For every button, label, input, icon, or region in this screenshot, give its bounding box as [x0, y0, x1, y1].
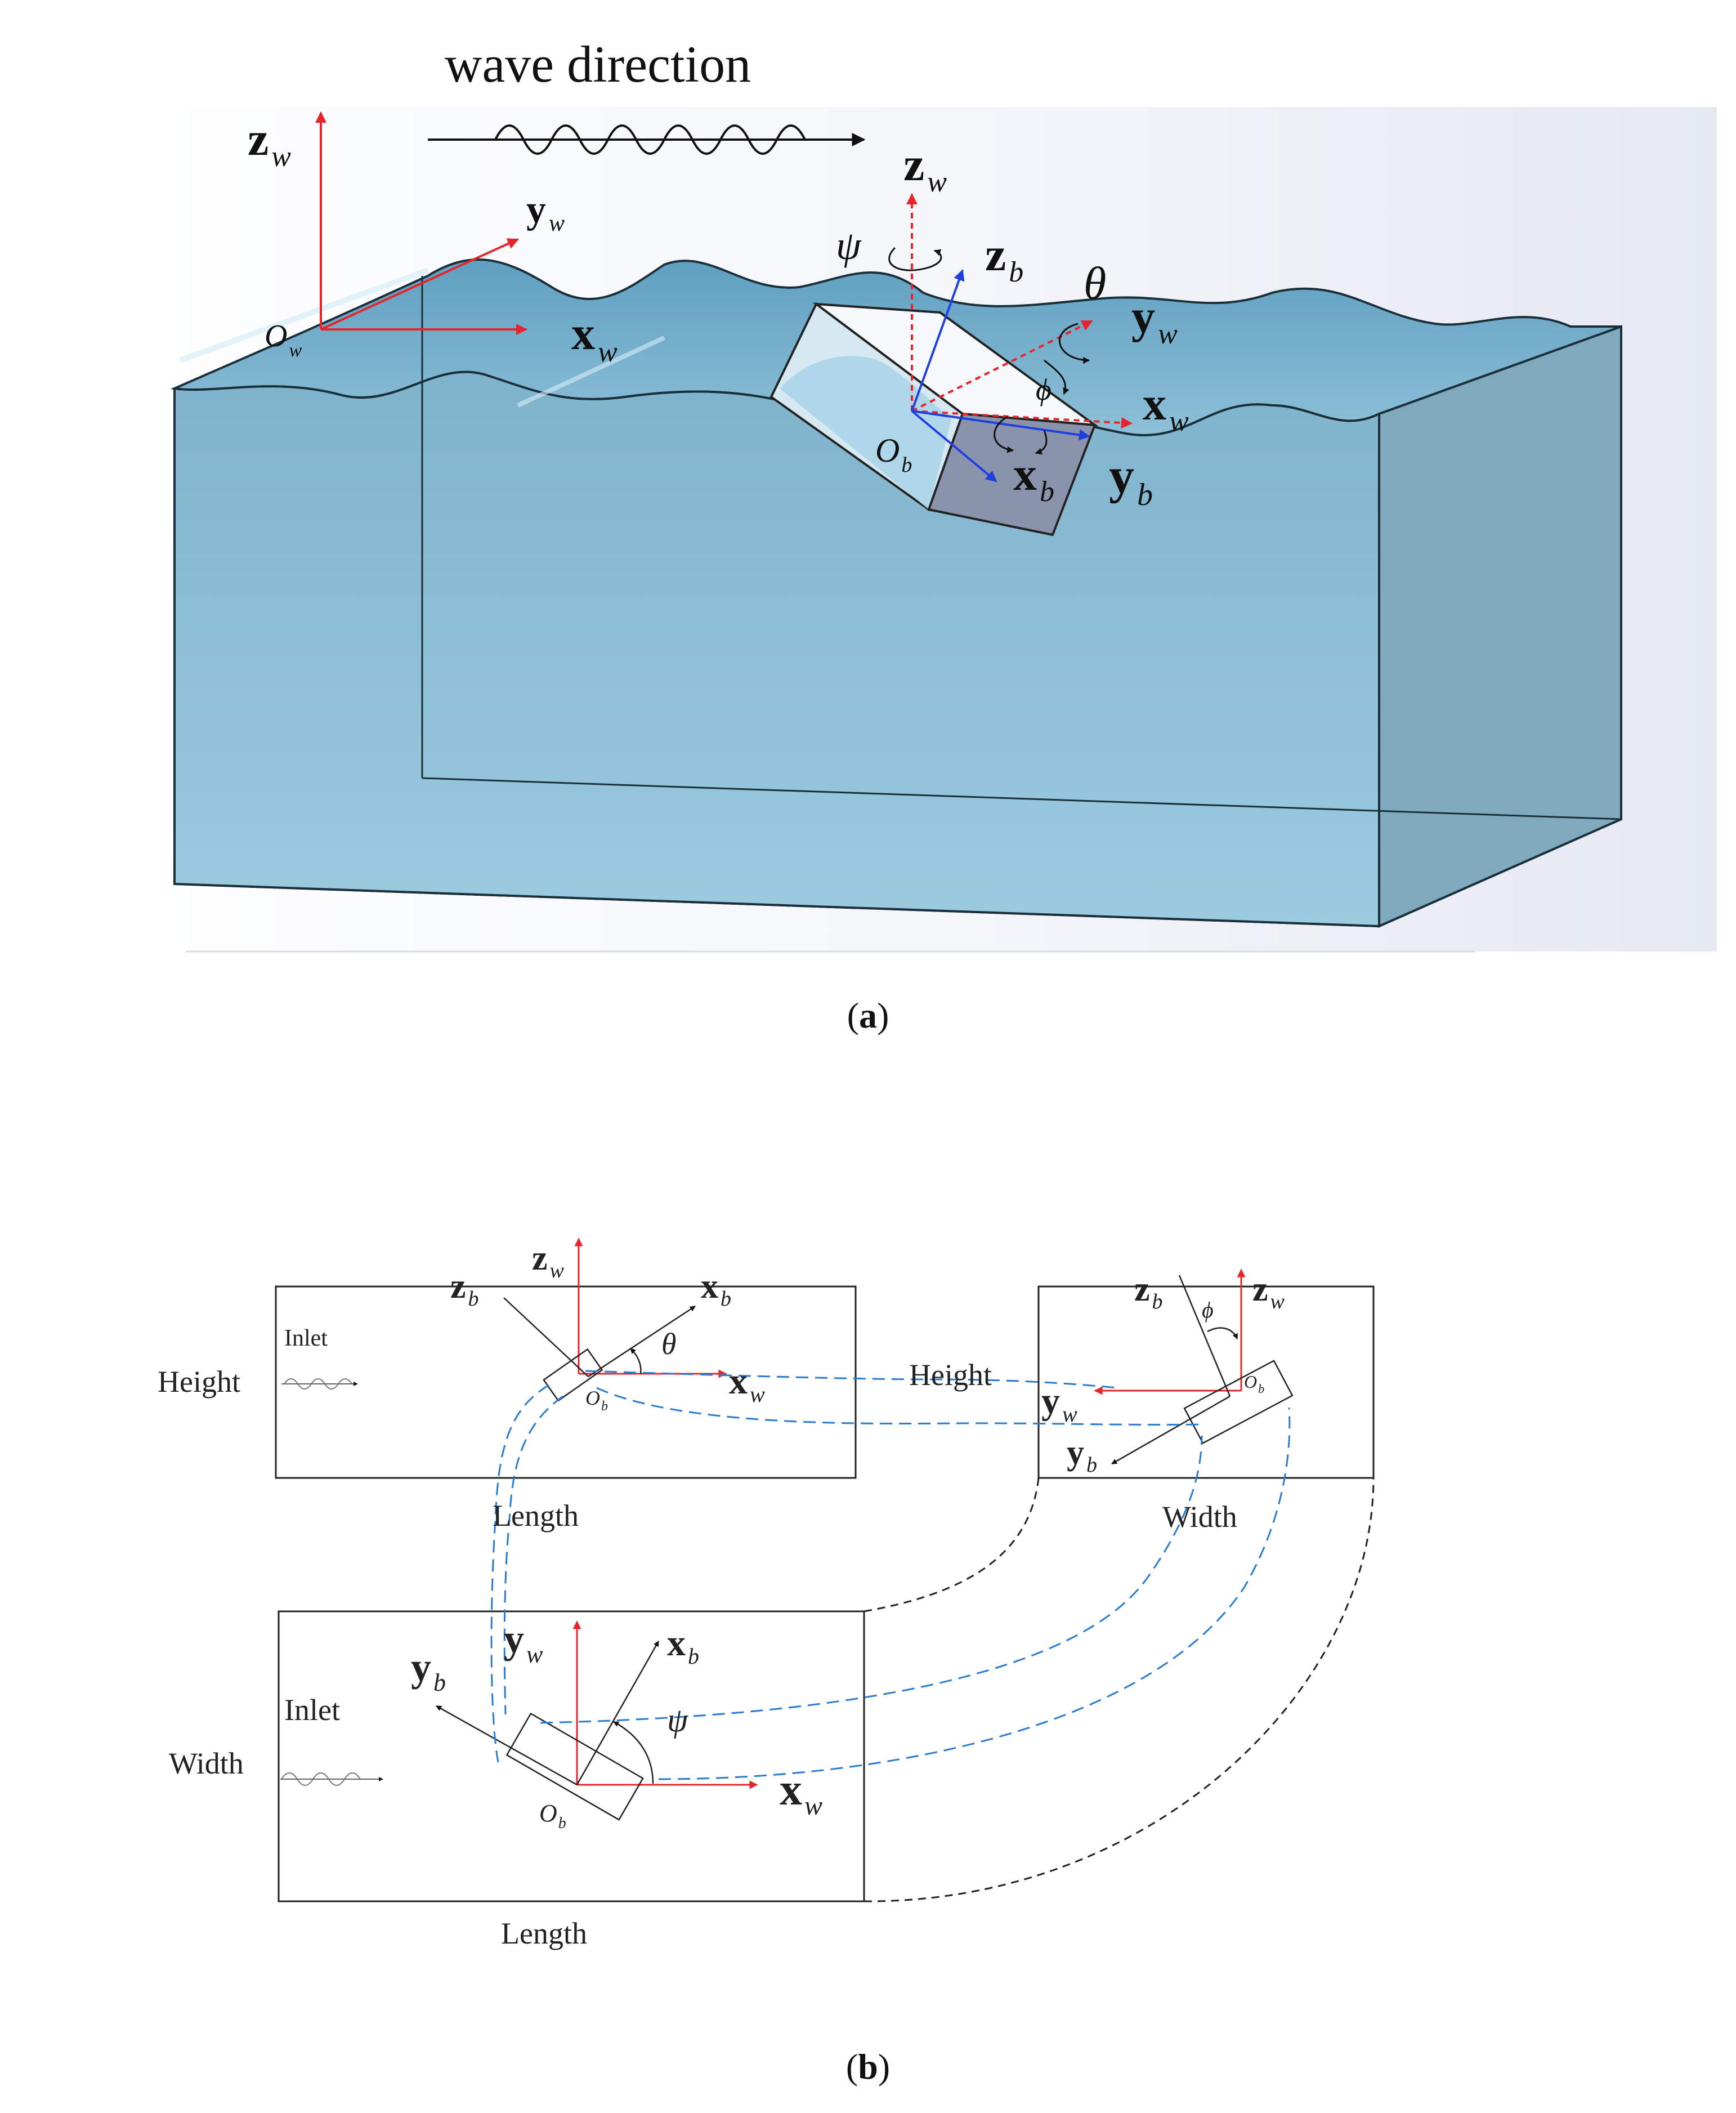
phi-rotation-arrow — [1035, 430, 1048, 455]
wave-direction-label: wave direction — [445, 35, 751, 93]
front-view-contents — [1094, 1268, 1294, 1465]
top-body-rect — [505, 1712, 644, 1821]
top-view-box — [278, 1610, 865, 1902]
fold-arc — [863, 1477, 1375, 1902]
theta-rotation-arrow — [1044, 359, 1070, 395]
projection-line — [596, 1387, 1205, 1426]
zb-label: zb — [985, 229, 1023, 288]
top-psi-arc — [613, 1721, 654, 1784]
top-yb-label: yb — [411, 1645, 446, 1696]
top-yw-label: yw — [504, 1616, 543, 1668]
front-view-box — [1037, 1285, 1375, 1479]
body-end-face — [927, 412, 1097, 537]
side-body-rect — [543, 1348, 603, 1402]
floating-body — [769, 302, 1099, 537]
tank-front-face — [173, 370, 1380, 928]
side-view-contents — [281, 1238, 727, 1402]
wave-crest-highlight — [517, 336, 665, 408]
projection-line — [540, 1435, 1203, 1724]
zw-label: zw — [248, 113, 291, 173]
xb-axis — [911, 410, 997, 483]
ob-label: Ob — [875, 432, 912, 477]
body-yw-axis — [911, 320, 1093, 412]
wave-crest-highlight — [179, 267, 429, 363]
body-xw-label: xw — [1143, 378, 1189, 437]
phi-rotation-arrow — [994, 416, 1014, 453]
yw-axis — [320, 238, 519, 330]
caption-a: (a) — [847, 995, 889, 1035]
top-ob-label: Ob — [539, 1799, 566, 1832]
xb-label: xb — [1013, 448, 1054, 508]
tank-right-face — [1378, 325, 1622, 928]
side-inlet-wave — [284, 1378, 352, 1390]
projection-line — [503, 1395, 563, 1715]
front-phi-label: ϕ — [1202, 1297, 1214, 1323]
side-inlet-label: Inlet — [284, 1325, 328, 1351]
side-theta-label: θ — [661, 1327, 677, 1361]
xw-label: xw — [571, 307, 618, 368]
caption-b: (b) — [846, 2047, 890, 2087]
zb-axis — [911, 269, 965, 412]
projection-line — [658, 1407, 1291, 1780]
side-ob-label: Ob — [585, 1387, 608, 1414]
top-length-label: Length — [501, 1917, 587, 1950]
body-xw-axis — [911, 410, 1133, 428]
top-xb-axis — [576, 1641, 660, 1785]
top-view-contents — [280, 1620, 758, 1821]
theta-rotation-arrow — [1059, 323, 1090, 364]
yb-axis — [911, 410, 1090, 441]
phi-label: ϕ — [1036, 373, 1052, 406]
front-ob-label: Ob — [1244, 1372, 1264, 1396]
projection-line — [585, 1370, 1118, 1389]
world-frame-axes — [315, 111, 527, 335]
tank-back-bottom-edge — [422, 777, 1622, 820]
side-view-box — [275, 1285, 857, 1479]
front-body-rect — [1183, 1360, 1294, 1444]
top-inlet-label: Inlet — [284, 1693, 340, 1727]
front-yb-axis — [1111, 1395, 1231, 1465]
yb-label: yb — [1109, 448, 1153, 512]
projection-lines — [490, 1370, 1291, 1780]
side-zb-axis — [503, 1297, 589, 1377]
top-psi-label: ψ — [667, 1701, 689, 1739]
side-height-label: Height — [158, 1365, 240, 1399]
fold-arc — [863, 1477, 1040, 1612]
psi-label: ψ — [836, 223, 862, 268]
theta-label: θ — [1084, 257, 1106, 309]
top-xw-label: xw — [780, 1765, 822, 1821]
wave-symbol — [494, 124, 806, 155]
body-zw-label: zw — [903, 139, 947, 198]
body-water-fill — [780, 356, 951, 510]
side-theta-arc — [630, 1348, 642, 1374]
front-height-label: Height — [909, 1358, 992, 1392]
front-zb-axis — [1178, 1275, 1231, 1397]
body-frame-axes — [888, 193, 1133, 483]
projection-line — [490, 1384, 549, 1763]
top-yb-axis — [436, 1705, 578, 1786]
psi-rotation-arrow — [888, 247, 942, 271]
ow-label: Ow — [265, 319, 302, 361]
top-inlet-wave — [281, 1772, 361, 1786]
front-width-label: Width — [1162, 1500, 1237, 1534]
top-width-label: Width — [169, 1746, 244, 1780]
wave-direction-indicator — [428, 124, 866, 155]
side-xb-axis — [588, 1305, 696, 1378]
body-yw-label: yw — [1131, 291, 1178, 350]
front-phi-arc — [1207, 1327, 1238, 1339]
side-length-label: Length — [493, 1499, 579, 1533]
